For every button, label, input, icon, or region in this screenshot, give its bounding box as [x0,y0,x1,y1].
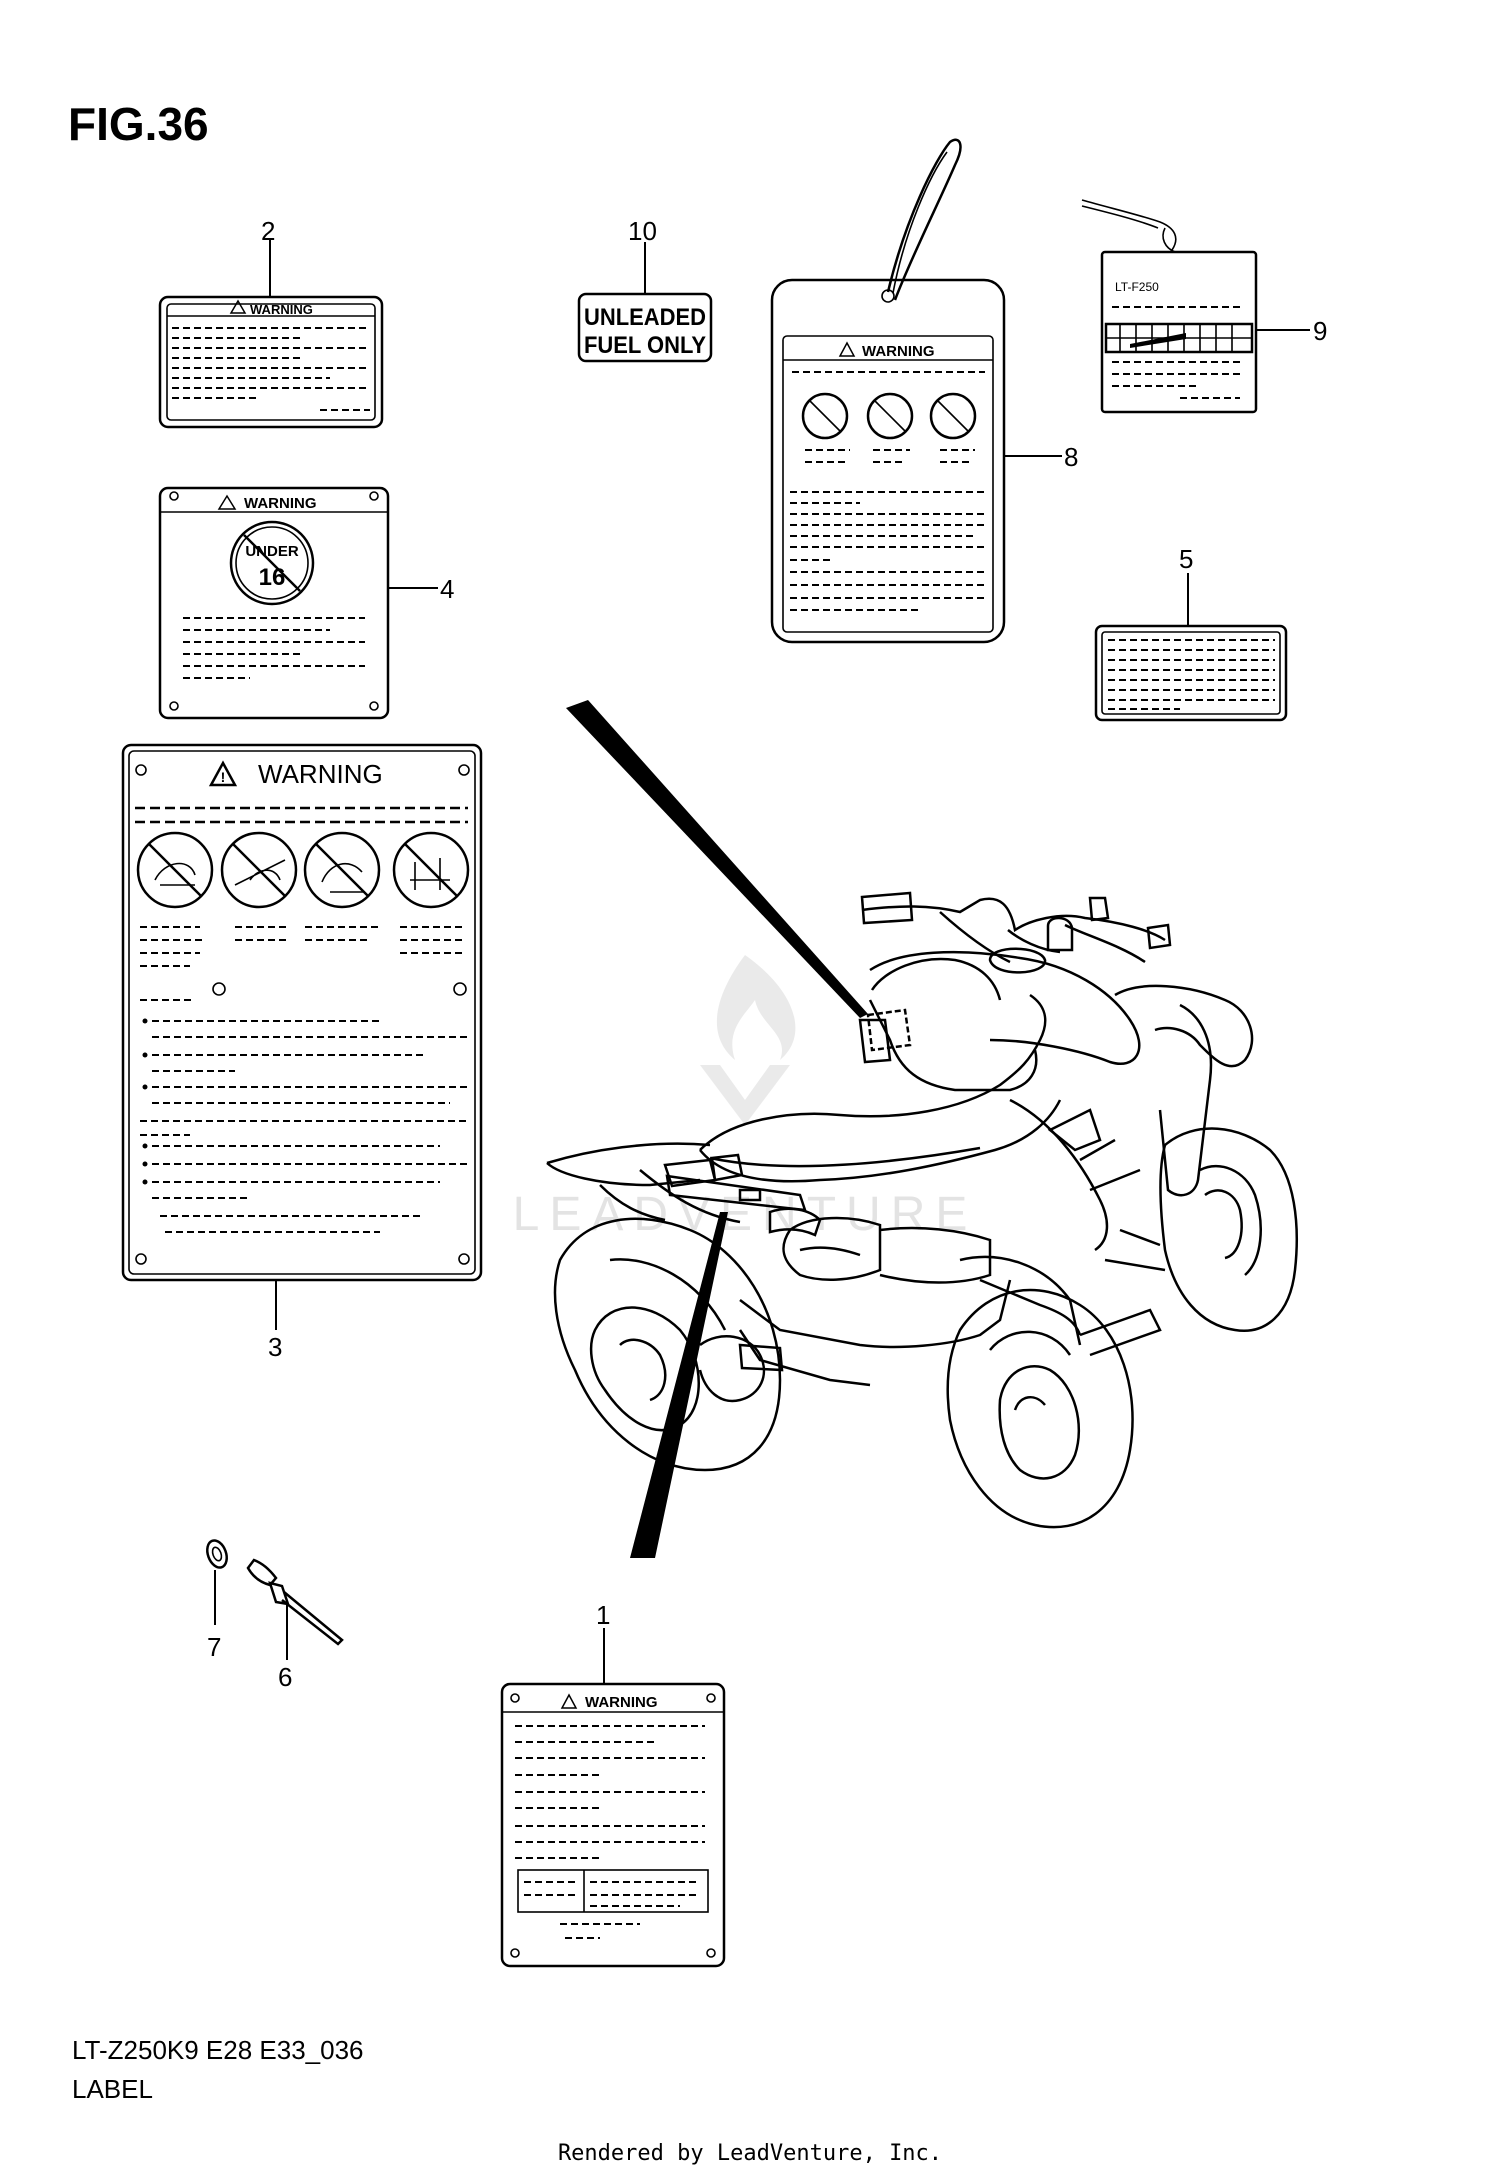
under-16-line2: 16 [259,564,286,591]
label-2-warning-text: WARNING [250,302,313,317]
label-3-warning-text: WARNING [258,759,383,789]
figure-caption: LABEL [72,2074,153,2104]
svg-text:!: ! [221,769,226,785]
callout-10: 10 [628,216,657,246]
label-item-8[interactable]: WARNING [770,138,1006,644]
callout-1: 1 [596,1600,610,1630]
part-item-7[interactable] [204,1538,230,1570]
callout-3: 3 [268,1332,282,1362]
callout-6: 6 [278,1662,292,1692]
callout-2: 2 [261,216,275,246]
part-item-6[interactable] [246,1558,344,1646]
label-4-warning-text: WARNING [244,495,317,512]
unleaded-line2: FUEL ONLY [584,332,706,359]
callout-4: 4 [440,574,454,604]
rendered-by: Rendered by LeadVenture, Inc. [558,2141,942,2166]
label-1-warning-text: WARNING [585,1694,658,1711]
callout-8: 8 [1064,442,1078,472]
under-16-line1: UNDER [245,543,299,560]
model-code: LT-Z250K9 E28 E33_036 [72,2035,364,2065]
tag-model-text: LT-F250 [1115,280,1159,294]
label-8-warning-text: WARNING [862,343,935,360]
watermark: LEADVENTURE [513,955,967,1241]
label-item-1[interactable]: WARNING [500,1682,726,1968]
callout-5: 5 [1179,544,1193,574]
label-item-5[interactable] [1094,624,1288,722]
label-item-9[interactable]: LT-F250 [1081,199,1258,414]
callout-7: 7 [207,1632,221,1662]
pictogram-row [136,831,470,909]
callout-9: 9 [1313,316,1327,346]
label-item-10[interactable]: UNLEADED FUEL ONLY [577,292,713,363]
label-item-2[interactable]: WARNING [158,295,384,429]
unleaded-line1: UNLEADED [584,304,706,331]
label-item-4[interactable]: WARNING UNDER 16 [158,486,390,720]
atv-drawing [546,700,1298,1558]
figure-title: FIG.36 [68,98,209,150]
label-item-3[interactable]: ! WARNING [121,743,483,1282]
